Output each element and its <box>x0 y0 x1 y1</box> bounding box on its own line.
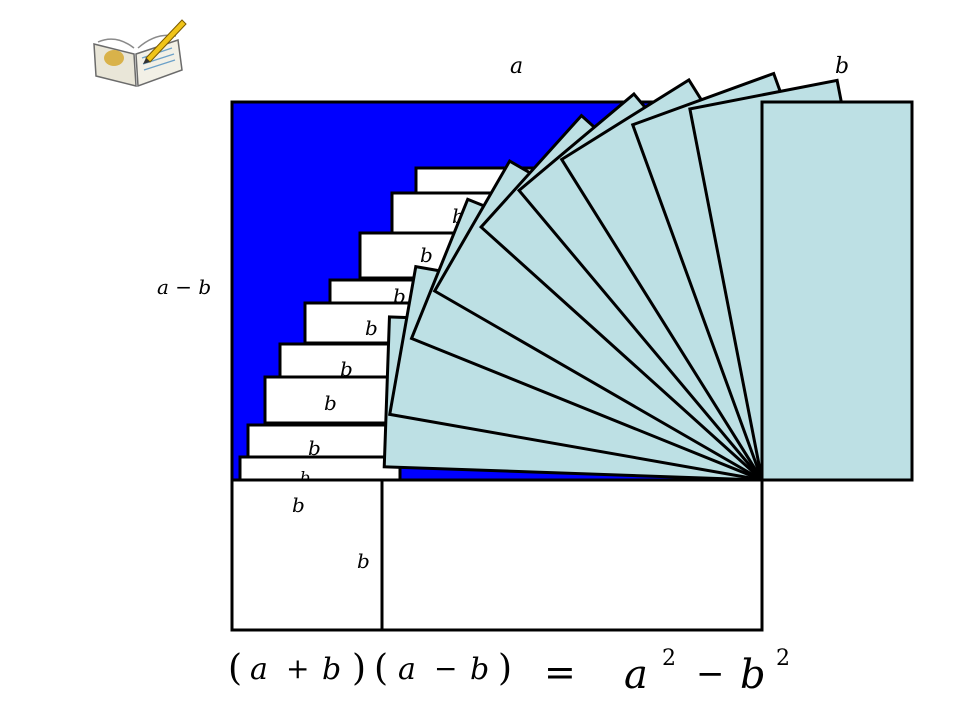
formula-a-1: a <box>250 652 268 687</box>
strip-labels: b b b b b b b b <box>300 204 465 487</box>
strip-9 <box>238 455 402 482</box>
formula-exponent-2: 2 <box>776 646 790 671</box>
formula-rparen-2: ) <box>498 648 513 689</box>
open-book-with-pencil-icon <box>93 19 187 88</box>
formula-lparen-1: ( <box>228 648 243 689</box>
strip-label-3: b <box>393 284 406 308</box>
formula-minus-2: − <box>696 654 725 694</box>
formula-lparen-2: ( <box>374 648 389 689</box>
formula-equals: = <box>544 650 576 694</box>
label-bottom-b2: b <box>357 549 370 573</box>
fan-panel-10 <box>760 100 914 482</box>
label-top-a: a <box>510 54 523 79</box>
strip-label-5: b <box>340 357 353 381</box>
formula-rparen-1: ) <box>352 648 367 689</box>
label-top-b: b <box>835 54 849 79</box>
strip-label-2: b <box>420 243 433 267</box>
strip-label-7: b <box>308 436 321 460</box>
bottom-rectangles <box>230 478 764 632</box>
label-bottom-b1: b <box>292 493 305 517</box>
label-a-minus-b: a − b <box>157 275 211 299</box>
formula-b-2: b <box>470 652 490 687</box>
formula-minus-1: − <box>434 652 458 685</box>
formula-exponent-1: 2 <box>662 646 676 671</box>
strip-label-6: b <box>324 391 337 415</box>
fan-panels <box>382 71 914 483</box>
strip-label-4: b <box>365 316 378 340</box>
formula-b-1: b <box>322 652 342 687</box>
bottom-square-b <box>230 478 384 632</box>
formula-a-3: a <box>624 652 648 698</box>
formula-b-3: b <box>740 652 766 698</box>
formula: ( a + b ) ( a − b ) = a 2 − b 2 <box>228 646 808 706</box>
formula-plus: + <box>286 652 310 685</box>
formula-a-2: a <box>398 652 416 687</box>
bottom-rect-a-minus-b <box>380 478 764 632</box>
strip-label-8: b <box>300 468 310 487</box>
